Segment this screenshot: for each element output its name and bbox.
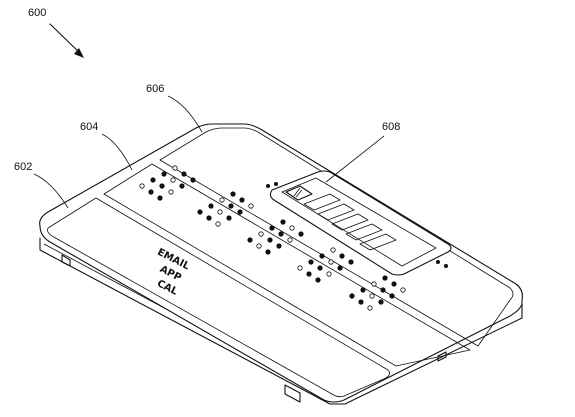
perforation-dot: [219, 197, 225, 203]
perforation-dot: [297, 265, 303, 271]
ref-604: 604: [80, 121, 98, 133]
perforation-dot: [308, 259, 314, 265]
perforation-dot: [228, 203, 234, 209]
leader-602: [33, 173, 69, 209]
ref-602: 602: [14, 161, 32, 173]
perforation-dot: [306, 271, 312, 277]
perforation-dot: [148, 189, 154, 195]
perforation-dot: [269, 225, 275, 231]
ref-606: 606: [146, 83, 164, 95]
perforation-dot: [378, 299, 384, 305]
perforation-dot: [197, 209, 203, 215]
perforation-dot: [380, 287, 386, 293]
perforation-dot: [172, 165, 178, 171]
perforation-dot: [168, 189, 174, 195]
perforation-dot: [258, 231, 264, 237]
perforation-dot: [400, 287, 406, 293]
perforation-dot: [256, 243, 262, 249]
perforation-dot: [206, 215, 212, 221]
perforation-dot: [289, 225, 295, 231]
figure-arrow: [49, 23, 84, 58]
perforation-dot: [315, 277, 321, 283]
perforation-dot: [161, 171, 167, 177]
perforation-dot: [248, 203, 254, 209]
perforation-dot: [230, 191, 236, 197]
perforation-dot: [287, 237, 293, 243]
perforation-dot: [337, 265, 343, 271]
perforation-dot: [217, 209, 223, 215]
perforation-dot: [391, 281, 397, 287]
perforation-dot: [280, 219, 286, 225]
perforation-dot: [265, 249, 271, 255]
leader-604: [101, 133, 133, 171]
perforation-dot: [328, 259, 334, 265]
perforation-dot: [317, 265, 323, 271]
perforation-dot: [237, 209, 243, 215]
perforation-dot: [348, 259, 354, 265]
cover-outline: [39, 123, 523, 403]
perforation-dot: [190, 177, 196, 183]
perforation-dot: [326, 271, 332, 277]
perforation-dot: [267, 237, 273, 243]
perforation-dot: [369, 293, 375, 299]
perforation-dot: [339, 253, 345, 259]
perforation-dot: [349, 293, 355, 299]
perforation-dot: [389, 293, 395, 299]
perforation-dot: [298, 231, 304, 237]
segment-602: [47, 197, 390, 398]
perforation-dot: [170, 177, 176, 183]
perforation-dot: [371, 281, 377, 287]
ref-608: 608: [382, 121, 400, 133]
display-module-608: [266, 170, 452, 276]
perforation-dot: [358, 299, 364, 305]
figure-number: 600: [28, 7, 46, 19]
perforation-dot: [215, 221, 221, 227]
perforation-dot: [139, 183, 145, 189]
perforation-dot: [181, 171, 187, 177]
dot-pattern: [139, 165, 406, 311]
perforation-dot: [159, 183, 165, 189]
perforation-dot: [360, 287, 366, 293]
perforation-dot: [179, 183, 185, 189]
perforation-dot: [278, 231, 284, 237]
perforation-dot: [319, 253, 325, 259]
perforation-dot: [239, 197, 245, 203]
perforation-dot: [276, 243, 282, 249]
perforation-dot: [330, 247, 336, 253]
perforation-dot: [367, 305, 373, 311]
segment-606: [159, 127, 514, 347]
perforation-dot: [382, 275, 388, 281]
perforation-dot: [150, 177, 156, 183]
segment-604: [103, 163, 471, 367]
perforation-dot: [157, 195, 163, 201]
perforation-dot: [247, 237, 253, 243]
perforation-dot: [226, 215, 232, 221]
perforation-dot: [208, 203, 214, 209]
leader-608: [325, 135, 385, 183]
leader-606: [167, 95, 203, 133]
